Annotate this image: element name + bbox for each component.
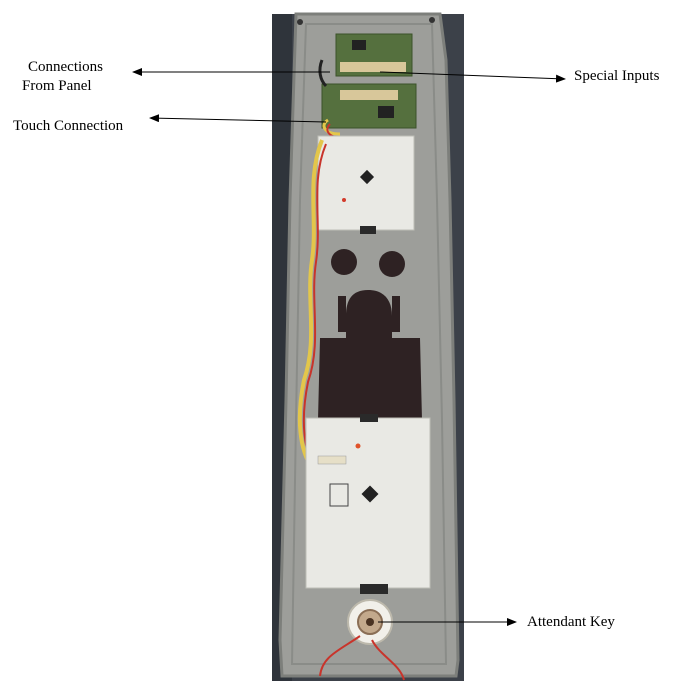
upper-button-board bbox=[317, 135, 415, 234]
upper-board-led bbox=[342, 198, 346, 202]
lower-board-chip-small bbox=[329, 483, 349, 507]
upper-board-connector bbox=[360, 226, 376, 234]
special-inputs-boards bbox=[321, 33, 417, 129]
bracket-slot-left bbox=[338, 296, 346, 332]
side-wire-loom bbox=[297, 139, 324, 470]
green-pcb-bottom-chip bbox=[378, 106, 394, 118]
lower-board-chip bbox=[361, 485, 379, 503]
screw-hole bbox=[297, 19, 303, 25]
lower-board-terminal bbox=[317, 455, 347, 465]
green-pcb-bottom-connector bbox=[340, 90, 398, 100]
special-inputs-label: Special Inputs bbox=[574, 68, 660, 84]
lower-board-connector-top bbox=[360, 414, 378, 422]
round-cutout-right bbox=[379, 251, 405, 277]
plate-inner-frame bbox=[290, 23, 448, 665]
connections-from-panel-label: Connections From Panel bbox=[22, 58, 103, 96]
green-pcb-top-connector bbox=[340, 62, 406, 72]
touch-connection-label: Touch Connection bbox=[13, 118, 124, 134]
bracket-slot-right bbox=[392, 296, 400, 332]
connections-label-line2: From Panel bbox=[22, 78, 92, 94]
side-wire-loom-red bbox=[302, 143, 327, 471]
panel-photo bbox=[272, 12, 464, 681]
lower-button-board bbox=[305, 414, 431, 594]
connections-label-line1: Connections bbox=[28, 59, 103, 75]
arrow-touch-connection bbox=[149, 114, 327, 123]
attendant-key-wires bbox=[319, 635, 405, 681]
lower-board-connector-bottom bbox=[360, 584, 388, 594]
screw-hole bbox=[429, 17, 435, 23]
display-cutout bbox=[318, 290, 422, 420]
green-pcb-top-chip bbox=[352, 40, 366, 50]
annotation-arrows bbox=[132, 68, 566, 626]
arrow-special-inputs bbox=[379, 71, 566, 83]
round-cutout-left bbox=[331, 249, 357, 275]
lower-board-led bbox=[355, 443, 361, 449]
upper-board-chip bbox=[359, 169, 375, 185]
attendant-key-switch bbox=[347, 599, 393, 645]
attendant-key-label: Attendant Key bbox=[527, 614, 615, 630]
